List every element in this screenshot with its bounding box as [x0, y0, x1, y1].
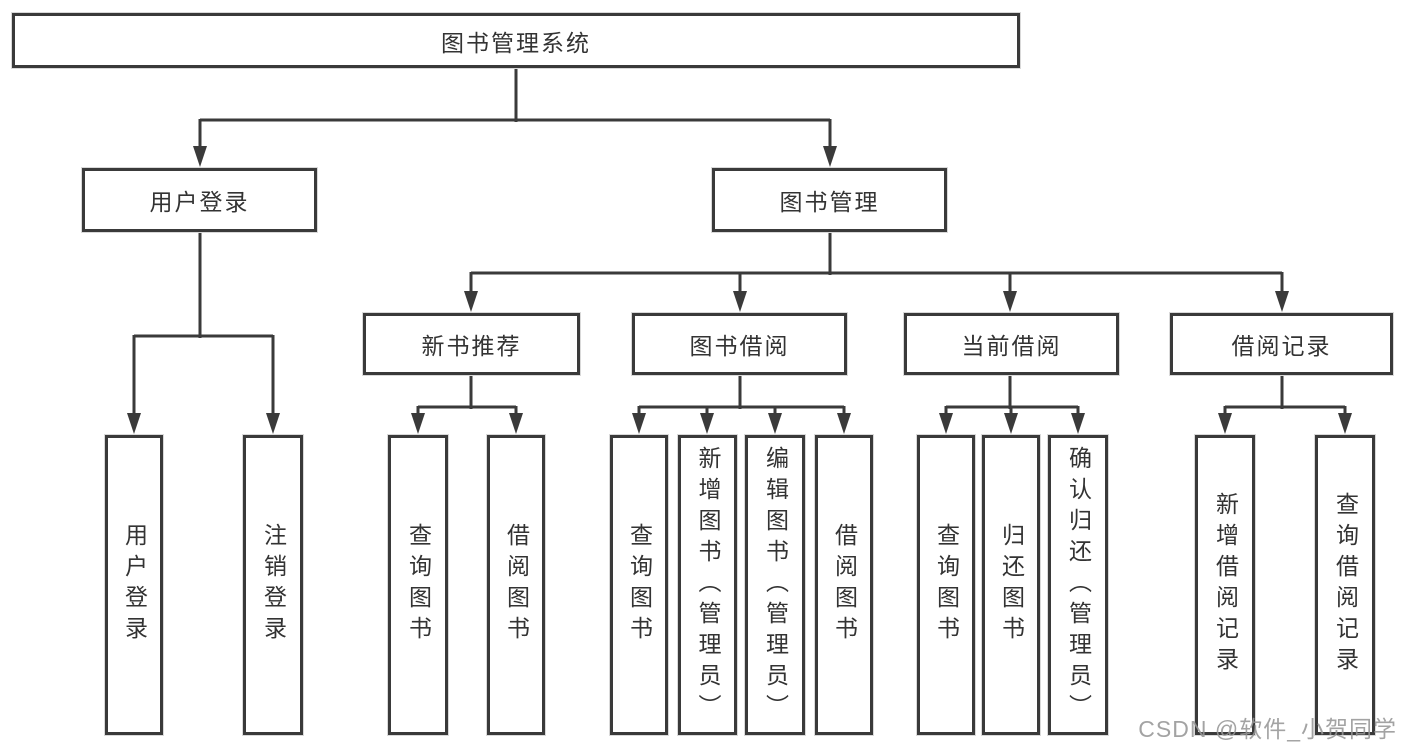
- edge-bookmgmt-to-level3: [469, 232, 1284, 296]
- arrowheads: [127, 146, 1352, 434]
- node-borrow-records-label: 借阅记录: [1231, 333, 1332, 359]
- leaf-user-login: 用户登录: [105, 435, 163, 735]
- leaf-logout: 注销登录: [243, 435, 303, 735]
- leaf-query-books-3-label: 查询图书: [933, 523, 960, 647]
- csdn-watermark: CSDN @软件_小贺同学: [1138, 716, 1397, 742]
- leaf-borrow-books-1-label: 借阅图书: [503, 523, 530, 647]
- node-library-system: 图书管理系统: [12, 13, 1020, 68]
- edge-borrowrecords-to-leaves: [1223, 375, 1347, 418]
- node-current-borrow: 当前借阅: [904, 313, 1119, 375]
- leaf-query-borrow-record-label: 查询借阅记录: [1332, 492, 1359, 678]
- arrow-down-icon: [464, 291, 478, 312]
- leaf-return-books: 归还图书: [982, 435, 1040, 735]
- leaf-query-books-1-label: 查询图书: [405, 523, 432, 647]
- arrow-down-icon: [509, 413, 523, 434]
- leaf-edit-book-admin-label: 编辑图书（管理员）: [762, 445, 789, 725]
- node-library-system-label: 图书管理系统: [441, 29, 591, 56]
- arrow-down-icon: [700, 413, 714, 434]
- edge-currentborrow-to-leaves: [944, 375, 1080, 418]
- leaf-query-books-3: 查询图书: [917, 435, 975, 735]
- arrow-down-icon: [193, 146, 207, 167]
- leaf-borrow-books-2-label: 借阅图书: [831, 523, 858, 647]
- arrow-down-icon: [837, 413, 851, 434]
- arrow-down-icon: [939, 413, 953, 434]
- leaf-confirm-return-admin: 确认归还（管理员）: [1048, 435, 1108, 735]
- leaf-borrow-books-2: 借阅图书: [815, 435, 873, 735]
- edge-root-to-level2: [198, 68, 832, 150]
- arrow-down-icon: [733, 291, 747, 312]
- leaf-confirm-return-admin-label: 确认归还（管理员）: [1065, 445, 1092, 725]
- leaf-add-book-admin: 新增图书（管理员）: [678, 435, 737, 735]
- node-user-login-label: 用户登录: [149, 189, 250, 215]
- leaf-add-borrow-record: 新增借阅记录: [1195, 435, 1255, 735]
- edge-newbook-to-leaves: [416, 375, 518, 418]
- arrow-down-icon: [411, 413, 425, 434]
- leaf-add-borrow-record-label: 新增借阅记录: [1212, 492, 1239, 678]
- arrow-down-icon: [768, 413, 782, 434]
- leaf-add-book-admin-label: 新增图书（管理员）: [695, 445, 721, 725]
- leaf-borrow-books-1: 借阅图书: [487, 435, 545, 735]
- node-book-borrow-label: 图书借阅: [689, 333, 790, 359]
- edge-bookborrow-to-leaves: [637, 375, 846, 418]
- node-borrow-records: 借阅记录: [1170, 313, 1393, 375]
- leaf-edit-book-admin: 编辑图书（管理员）: [745, 435, 805, 735]
- leaf-query-books-2-label: 查询图书: [626, 523, 653, 647]
- arrow-down-icon: [266, 413, 280, 434]
- arrow-down-icon: [1275, 291, 1289, 312]
- edge-userlogin-to-leaves: [132, 232, 275, 418]
- leaf-user-login-label: 用户登录: [121, 523, 148, 647]
- arrow-down-icon: [1071, 413, 1085, 434]
- arrow-down-icon: [823, 146, 837, 167]
- node-book-management: 图书管理: [712, 168, 947, 232]
- leaf-return-books-label: 归还图书: [998, 523, 1025, 647]
- arrow-down-icon: [127, 413, 141, 434]
- node-book-management-label: 图书管理: [779, 189, 880, 215]
- node-current-borrow-label: 当前借阅: [961, 333, 1062, 359]
- leaf-query-borrow-record: 查询借阅记录: [1315, 435, 1375, 735]
- arrow-down-icon: [1218, 413, 1232, 434]
- arrow-down-icon: [1003, 291, 1017, 312]
- leaf-logout-label: 注销登录: [260, 523, 287, 647]
- arrow-down-icon: [1004, 413, 1018, 434]
- leaf-query-books-2: 查询图书: [610, 435, 668, 735]
- node-new-book-recommend: 新书推荐: [363, 313, 580, 375]
- arrow-down-icon: [632, 413, 646, 434]
- node-new-book-recommend-label: 新书推荐: [421, 333, 522, 359]
- node-book-borrow: 图书借阅: [632, 313, 847, 375]
- leaf-query-books-1: 查询图书: [388, 435, 448, 735]
- node-user-login: 用户登录: [82, 168, 317, 232]
- arrow-down-icon: [1338, 413, 1352, 434]
